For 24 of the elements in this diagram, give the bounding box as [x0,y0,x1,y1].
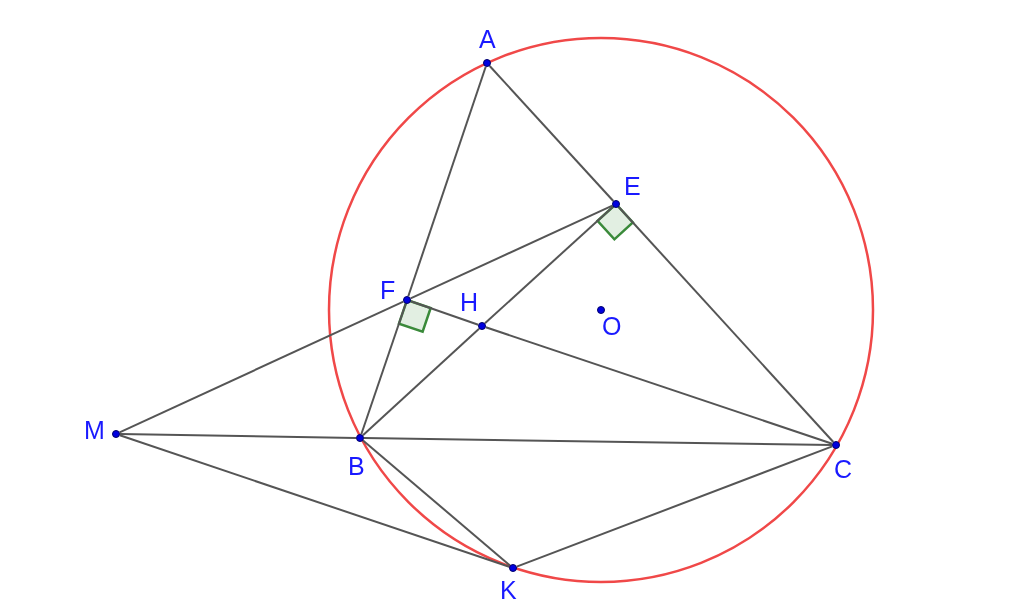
line-segment [362,439,511,567]
line-segment [515,445,834,568]
line-segment [118,300,405,434]
point-label: H [460,290,479,315]
point-label: A [479,27,496,52]
line-segment [483,205,615,325]
line-segment [409,204,614,300]
line-segment [119,433,357,439]
line-segment [360,302,407,436]
line-segment [617,205,835,444]
point-label: E [624,174,641,199]
line-segment [118,434,511,568]
point-label: B [348,454,365,479]
point-label: O [602,314,622,339]
point-label: K [500,578,517,603]
line-segment [409,300,480,326]
point-label: M [84,418,105,443]
point-label: C [834,457,853,482]
line-segment [484,326,834,445]
line-segment [361,327,481,437]
line-segment [407,65,487,298]
line-segment [363,437,833,446]
line-segment [488,64,615,203]
point-label: F [380,278,396,303]
